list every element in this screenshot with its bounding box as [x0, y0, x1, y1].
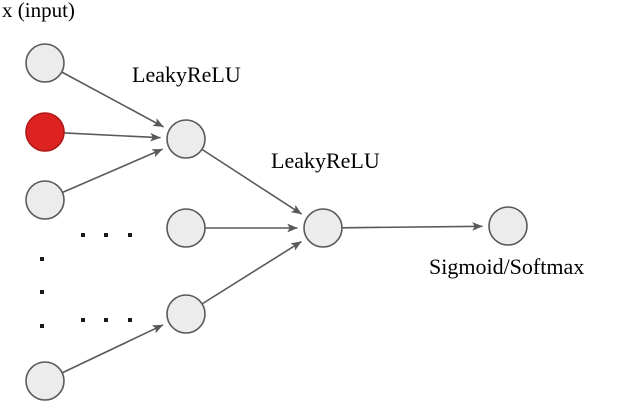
ellipsis-horizontal-upper-dot-3 [128, 233, 132, 237]
edge-input4-hidden3 [62, 324, 164, 374]
input-node-3 [25, 180, 65, 220]
output-activation-label: Sigmoid/Softmax [429, 254, 585, 279]
ellipsis-vertical-left-dot-1 [40, 257, 44, 261]
edges-group [61, 71, 483, 374]
ellipsis-vertical-left-dot-2 [40, 290, 44, 294]
hidden1-node-2 [166, 208, 206, 248]
output-node-1 [488, 206, 528, 246]
ellipsis-horizontal-upper-dot-2 [104, 233, 108, 237]
edge-agg-output [342, 222, 483, 231]
hidden-layer-1-activation-label: LeakyReLU [132, 62, 241, 87]
input-node-4 [25, 361, 65, 401]
edge-hidden1-agg [201, 148, 303, 215]
ellipsis-dots-group [40, 233, 132, 328]
input-node-2-highlighted [25, 112, 65, 152]
ellipsis-horizontal-lower [81, 318, 132, 322]
edge-hidden3-agg [202, 240, 302, 305]
ellipsis-vertical-left [40, 257, 44, 328]
hidden2-node-1 [303, 208, 343, 248]
edge-input1-hidden1 [61, 71, 164, 128]
edge-input3-hidden1 [62, 148, 163, 193]
ellipsis-vertical-left-dot-3 [40, 324, 44, 328]
ellipsis-horizontal-lower-dot-1 [81, 318, 85, 322]
nodes-group [25, 43, 528, 401]
input-node-1 [25, 43, 65, 83]
ellipsis-horizontal-upper-dot-1 [81, 233, 85, 237]
ellipsis-horizontal-lower-dot-3 [128, 318, 132, 322]
hidden-layer-2-activation-label: LeakyReLU [271, 148, 380, 173]
input-layer-label: x (input) [2, 0, 75, 22]
edge-input2-hidden1 [64, 132, 161, 142]
hidden1-node-3 [166, 294, 206, 334]
ellipsis-horizontal-lower-dot-2 [104, 318, 108, 322]
ellipsis-horizontal-upper [81, 233, 132, 237]
hidden1-node-1 [166, 119, 206, 159]
